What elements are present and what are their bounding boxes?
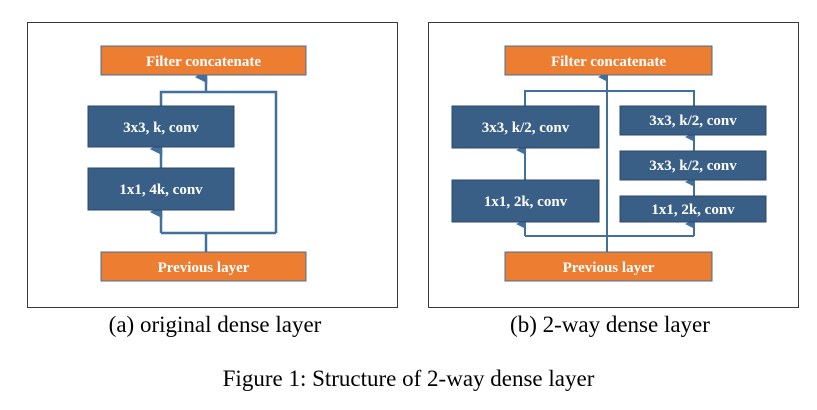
panel-b-previous-box: Previous layer [504, 251, 713, 282]
figure-caption: Figure 1: Structure of 2-way dense layer [222, 366, 595, 391]
panel-a-conv1-label: 1x1, 4k, conv [119, 182, 203, 198]
panel-a-previous-box: Previous layer [100, 251, 307, 282]
panel-a-connectors [149, 70, 278, 252]
panel-b-connectors [516, 72, 695, 252]
caption-panel-b: (b) 2-way dense layer [510, 312, 710, 337]
panel-a-conv3-box: 3x3, k, conv [87, 105, 235, 148]
panel-b-right-conv1-label: 1x1, 2k, conv [651, 202, 735, 218]
panel-a-frame [27, 22, 398, 308]
panel-b-right-conv3-top-box: 3x3, k/2, conv [619, 105, 767, 136]
panel-b-left-conv3-label: 3x3, k/2, conv [482, 120, 570, 136]
panel-b-right-conv3-top-label: 3x3, k/2, conv [649, 113, 737, 129]
connector-conv3-to-top [159, 90, 206, 106]
panel-b-filter-concat-box: Filter concatenate [504, 45, 713, 76]
panel-b-right-conv3-mid-label: 3x3, k/2, conv [649, 158, 737, 174]
connector-top-horizontal [524, 90, 695, 106]
panel-b-left-conv1-label: 1x1, 2k, conv [484, 194, 568, 210]
caption-panel-a: (a) original dense layer [108, 312, 322, 337]
panel-a-conv3-label: 3x3, k, conv [123, 120, 199, 136]
panel-a: Filter concatenate 3x3, k, conv 1x1, 4k,… [27, 22, 398, 308]
panel-b: Filter concatenate 3x3, k/2, conv 1x1, 2… [428, 22, 799, 308]
panel-b-right-conv3-mid-box: 3x3, k/2, conv [619, 150, 767, 181]
panel-b-previous-label: Previous layer [563, 260, 655, 276]
connector-bypass [206, 90, 278, 233]
panel-a-conv1-box: 1x1, 4k, conv [87, 167, 235, 211]
panel-a-filter-concat-box: Filter concatenate [100, 45, 307, 76]
panel-a-previous-label: Previous layer [158, 260, 250, 276]
panel-b-filter-concat-label: Filter concatenate [551, 54, 666, 70]
panel-a-filter-concat-label: Filter concatenate [146, 54, 261, 70]
panel-b-right-conv1-box: 1x1, 2k, conv [619, 195, 767, 223]
panel-b-frame [428, 22, 799, 308]
panel-b-left-conv1-box: 1x1, 2k, conv [451, 179, 600, 223]
panel-b-left-conv3-box: 3x3, k/2, conv [451, 105, 600, 149]
